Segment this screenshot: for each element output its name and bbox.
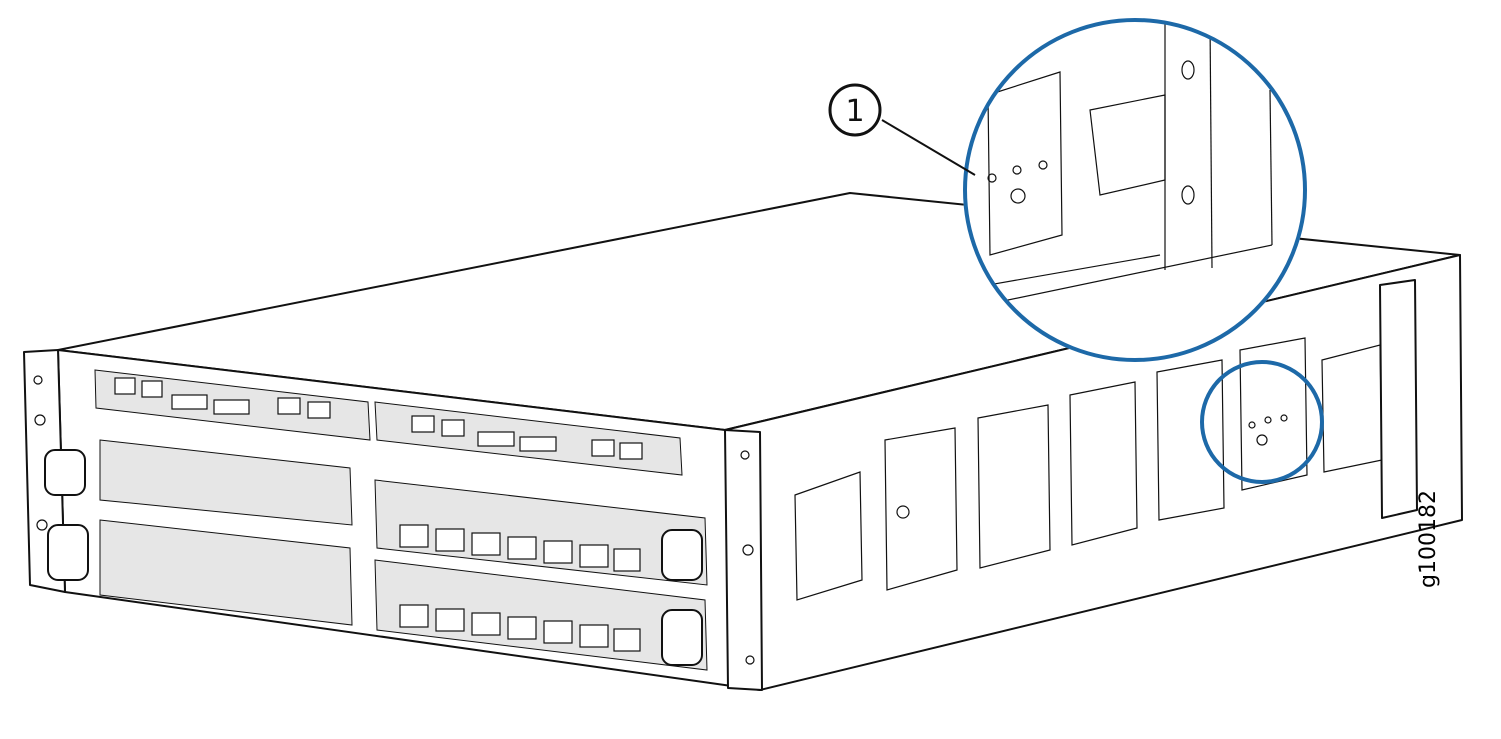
grounding-point-highlight <box>1200 360 1324 484</box>
magnified-detail <box>963 18 1307 362</box>
rear-rack-ear <box>1379 279 1418 519</box>
side-vents <box>794 337 1383 601</box>
callout-circle <box>828 83 882 137</box>
line-cards-right <box>374 479 708 671</box>
ground-symbol-icon <box>1010 188 1026 204</box>
control-board-left <box>94 369 371 441</box>
line-cards-left <box>44 439 353 626</box>
callout-leader <box>881 119 976 176</box>
callout-number: 1 <box>845 94 864 129</box>
figure-id: g100182 <box>1416 490 1441 588</box>
control-board-right <box>374 401 683 476</box>
front-rack-ear-right <box>724 429 763 691</box>
magnifier-circle <box>963 18 1307 362</box>
